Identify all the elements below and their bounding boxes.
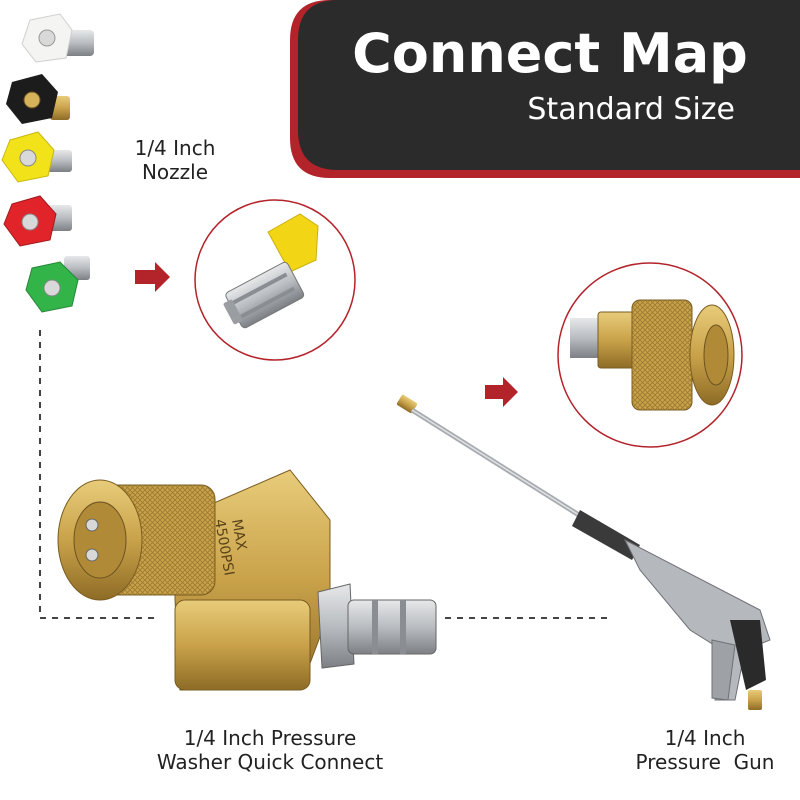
gun-label: 1/4 Inch Pressure Gun bbox=[615, 726, 795, 774]
pressure-gun-icon bbox=[396, 394, 771, 710]
gun-label-line2: Pressure Gun bbox=[635, 750, 775, 774]
header-title: Connect Map bbox=[352, 22, 748, 85]
nozzle-closeup-circle bbox=[194, 199, 356, 361]
arrow-right-icon bbox=[135, 262, 170, 292]
nozzle-tip-red-icon bbox=[3, 195, 72, 247]
max-marking: MAX bbox=[228, 518, 249, 552]
arrow-right-icon bbox=[485, 377, 518, 407]
nozzle-tip-black-icon bbox=[6, 74, 70, 124]
header-subtitle: Standard Size bbox=[527, 92, 735, 127]
header-banner bbox=[290, 0, 800, 178]
nozzle-label-line2: Nozzle bbox=[141, 160, 209, 184]
quick-connect-swivel-icon: MAX 4500PSI bbox=[57, 469, 437, 691]
quick-connect-label-line1: 1/4 Inch Pressure bbox=[183, 726, 357, 750]
nozzle-tip-white-icon bbox=[21, 13, 94, 63]
nozzle-tip-green-icon bbox=[25, 256, 90, 313]
quick-connect-label: 1/4 Inch Pressure Washer Quick Connect bbox=[120, 726, 420, 774]
nozzle-tip-yellow-icon bbox=[1, 131, 72, 183]
nozzle-label: 1/4 Inch Nozzle bbox=[110, 136, 240, 184]
nozzle-label-line1: 1/4 Inch bbox=[134, 136, 216, 160]
quick-connect-label-line2: Washer Quick Connect bbox=[156, 750, 384, 774]
coupler-closeup-circle bbox=[557, 262, 743, 448]
connector-dashed-lines bbox=[39, 330, 610, 619]
gun-label-line1: 1/4 Inch bbox=[664, 726, 746, 750]
